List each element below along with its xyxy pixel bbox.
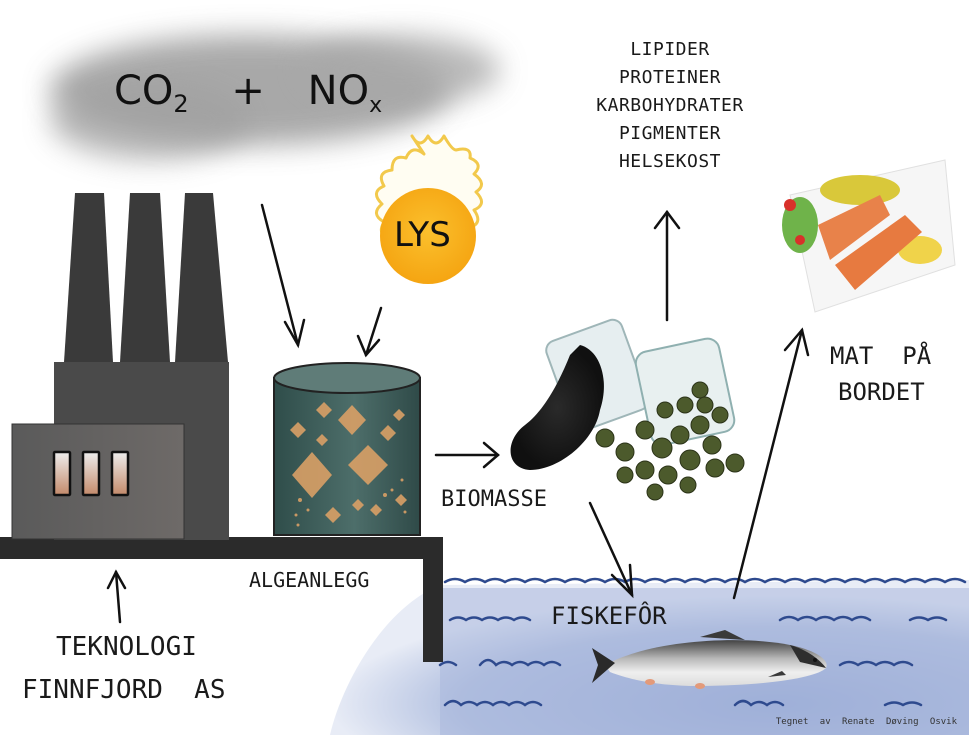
biomass-image (510, 318, 745, 501)
arrow-tank-to-biomass (434, 441, 500, 469)
food-plate-image (782, 159, 956, 313)
algae-plant-label: ALGEANLEGG (249, 568, 370, 592)
products-list: LIPIDER PROTEINER KARBOHYDRATER PIGMENTE… (560, 36, 780, 176)
nox-subscript: x (369, 93, 383, 118)
smoke-cloud (50, 35, 500, 160)
arrow-fish-to-food (732, 327, 810, 600)
sun-label: LYS (394, 215, 451, 255)
algae-tank (273, 362, 421, 536)
company-label-line2: FINNFJORD AS (22, 675, 226, 705)
emissions-formula: CO2 + NOx (114, 68, 382, 118)
sun-icon (375, 134, 483, 284)
product-item: PROTEINER (618, 67, 722, 88)
ground-platform (0, 537, 443, 662)
product-item: PIGMENTER (618, 123, 722, 144)
plus-sign: + (231, 68, 265, 114)
biomass-label: BIOMASSE (441, 487, 547, 512)
arrow-sun-to-tank (356, 306, 383, 358)
factory (11, 193, 229, 540)
salmon-fish-image (592, 630, 827, 689)
arrow-biomass-to-fishfeed (588, 501, 634, 599)
arrow-company-to-factory (106, 569, 127, 624)
product-item: KARBOHYDRATER (596, 95, 744, 116)
illustrator-credit: Tegnet av Renate Døving Osvik (775, 717, 957, 727)
arrow-emissions-to-tank (260, 203, 306, 349)
waves (438, 577, 967, 707)
food-label-line1: MAT PÅ (830, 342, 932, 370)
nox-label: NO (307, 68, 370, 114)
arrow-biomass-to-products (653, 209, 681, 322)
product-item: LIPIDER (630, 39, 710, 60)
fish-feed-label: FISKEFÔR (551, 602, 667, 630)
co2-label: CO (114, 68, 174, 114)
food-label-line2: BORDET (838, 378, 925, 406)
product-item: HELSEKOST (618, 151, 722, 172)
co2-subscript: 2 (173, 90, 189, 118)
company-label-line1: TEKNOLOGI (56, 632, 197, 662)
arrows (106, 203, 810, 624)
